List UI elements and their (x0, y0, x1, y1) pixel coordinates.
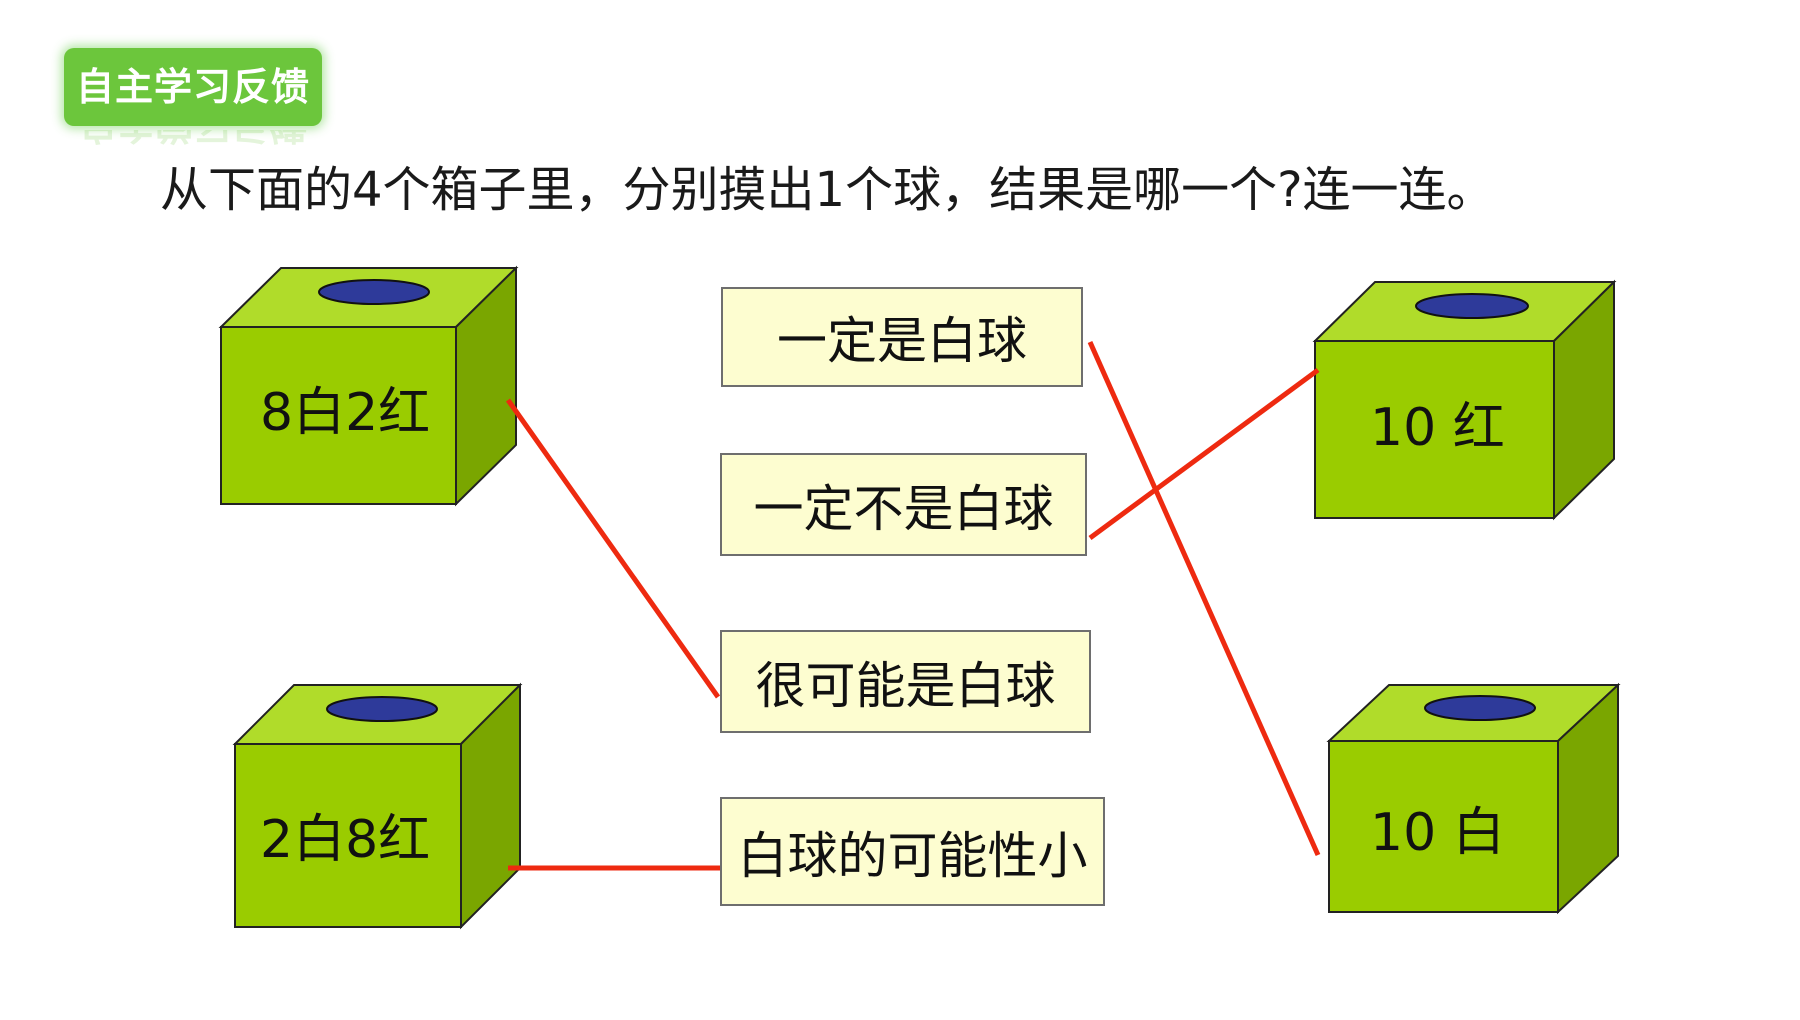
box-front (1314, 340, 1555, 519)
section-badge: 自主学习反馈 (64, 48, 322, 126)
instruction-text: 从下面的4个箱子里，分别摸出1个球，结果是哪一个?连一连。 (160, 162, 1495, 218)
choice-certain-not-white[interactable]: 一定不是白球 (720, 453, 1087, 556)
connector-line[interactable] (1087, 340, 1321, 857)
box-front (220, 326, 457, 505)
choice-likely-white[interactable]: 很可能是白球 (720, 630, 1091, 733)
box-label-10r: 10 红 (1370, 398, 1505, 458)
box-10r[interactable] (1312, 279, 1617, 521)
box-front (234, 743, 462, 928)
box-hole (326, 696, 438, 722)
box-label-10w: 10 白 (1370, 803, 1505, 863)
box-hole (1424, 695, 1536, 721)
choice-unlikely-white[interactable]: 白球的可能性小 (720, 797, 1105, 906)
connector-line[interactable] (1088, 367, 1320, 541)
box-8w2r[interactable] (218, 265, 519, 507)
box-label-2w8r: 2白8红 (260, 810, 431, 870)
box-hole (1415, 293, 1529, 319)
box-2w8r[interactable] (232, 682, 523, 930)
box-10w[interactable] (1326, 682, 1621, 915)
box-hole (318, 279, 430, 305)
box-label-8w2r: 8白2红 (260, 383, 431, 443)
box-front (1328, 740, 1559, 913)
choice-certain-white[interactable]: 一定是白球 (721, 287, 1083, 387)
connector-line[interactable] (505, 398, 721, 699)
